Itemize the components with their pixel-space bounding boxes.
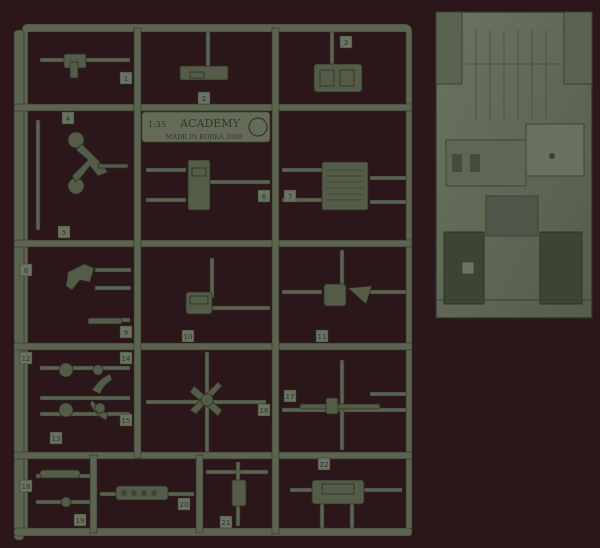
part-tag-10: 10: [181, 329, 195, 343]
svg-text:12: 12: [22, 355, 31, 363]
svg-text:19: 19: [76, 517, 85, 525]
part-tag-3: 3: [339, 35, 353, 49]
part-tag-19: 19: [73, 513, 87, 527]
svg-text:7: 7: [288, 193, 292, 201]
svg-text:18: 18: [22, 483, 31, 491]
svg-text:14: 14: [122, 355, 131, 363]
origin-mark: MADE IN KOREA 2008: [166, 133, 243, 141]
part-tag-17: 17: [283, 389, 297, 403]
part-number-tags: 1 2 3 4 5 6 7 8 9 10 11 12 13 14 15 16 1…: [19, 35, 353, 529]
part-tag-15: 15: [119, 413, 133, 427]
svg-text:6: 6: [262, 193, 267, 201]
part-tag-20: 20: [177, 497, 191, 511]
part-tag-18: 18: [19, 479, 33, 493]
svg-text:1: 1: [124, 75, 128, 83]
hull-tub: [435, 11, 593, 319]
svg-text:3: 3: [344, 39, 348, 47]
part-tag-14: 14: [119, 351, 133, 365]
svg-text:4: 4: [66, 115, 71, 123]
svg-text:17: 17: [286, 393, 295, 401]
part-tag-16: 16: [257, 403, 271, 417]
part-tag-5: 5: [57, 225, 71, 239]
svg-text:13: 13: [52, 435, 61, 443]
sprue-frame: [13, 23, 413, 541]
svg-text:11: 11: [318, 333, 327, 341]
sprue-parts: 1:35 ACADEMY MADE IN KOREA 2008: [39, 53, 381, 508]
svg-text:9: 9: [124, 329, 128, 337]
academy-stamp: 1:35 ACADEMY MADE IN KOREA 2008: [141, 111, 271, 143]
svg-text:15: 15: [122, 417, 131, 425]
svg-text:21: 21: [222, 519, 231, 527]
part-tag-21: 21: [219, 515, 233, 529]
part-tag-12: 12: [19, 351, 33, 365]
svg-text:10: 10: [184, 333, 193, 341]
part-tag-4: 4: [61, 111, 75, 125]
svg-text:2: 2: [202, 95, 206, 103]
part-tag-7: 7: [283, 189, 297, 203]
svg-text:16: 16: [260, 407, 269, 415]
part-tag-22: 22: [317, 457, 331, 471]
part-tag-13: 13: [49, 431, 63, 445]
svg-text:5: 5: [62, 229, 66, 237]
part-tag-6: 6: [257, 189, 271, 203]
part-tag-8: 8: [19, 263, 33, 277]
svg-text:22: 22: [320, 461, 329, 469]
svg-text:8: 8: [24, 267, 28, 275]
svg-text:20: 20: [180, 501, 189, 509]
part-tag-1: 1: [119, 71, 133, 85]
part-tag-11: 11: [315, 329, 329, 343]
part-tag-2: 2: [197, 91, 211, 105]
part-tag-9: 9: [119, 325, 133, 339]
brand-mark: ACADEMY: [179, 117, 240, 130]
scale-mark: 1:35: [148, 120, 166, 129]
